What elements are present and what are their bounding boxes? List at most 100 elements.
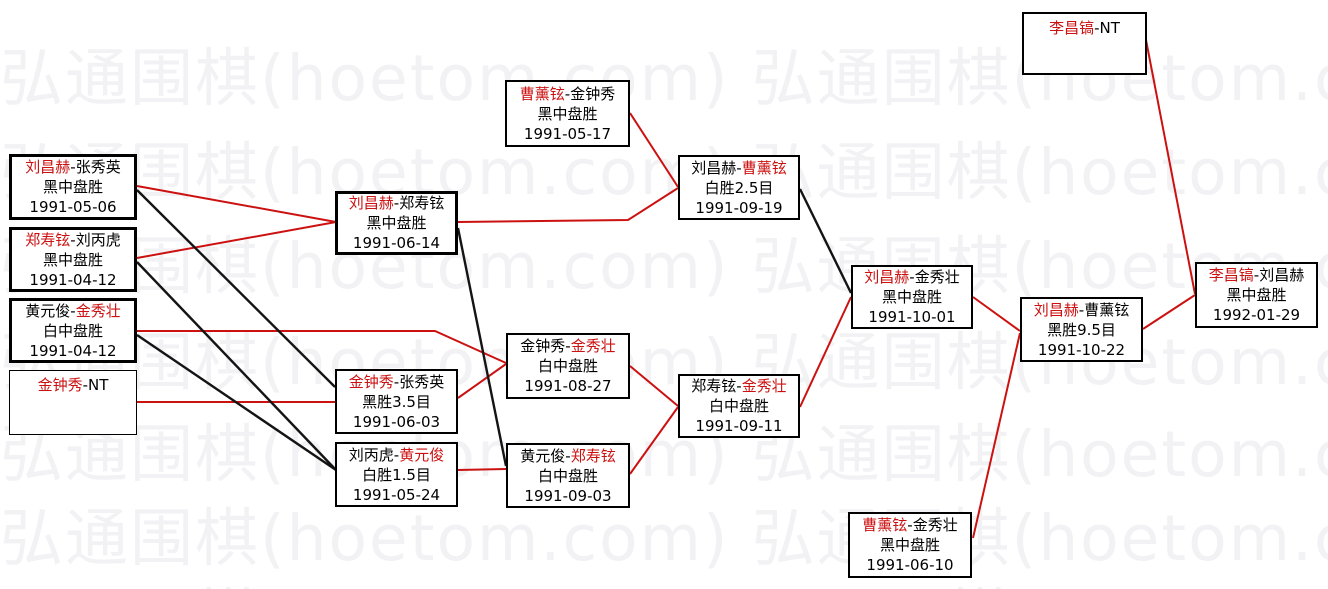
player-separator: - [909,268,915,286]
connector-line-m6-m9 [457,363,507,399]
match-date: 1991-04-12 [29,341,117,360]
match-players: 金钟秀-金秀壮 [520,336,615,356]
player-name: 金钟秀 [348,372,394,391]
connector-line-m14-m15 [972,332,1021,539]
match-result: 白中盘胜 [42,321,103,340]
player-name: 黄元俊 [399,445,445,464]
player-name: 刘昌赫 [25,158,71,176]
match-date: 1991-06-03 [352,412,441,431]
player-separator: - [393,194,400,212]
player-separator: - [1078,300,1085,319]
player-name: 郑寿铉 [691,377,737,395]
match-players: 刘昌赫-郑寿铉 [349,193,444,213]
match-players: 黄元俊-郑寿铉 [520,446,615,466]
player-separator: - [82,376,89,394]
match-date: 1991-09-03 [524,486,612,505]
match-date: 1991-06-10 [866,556,954,574]
connector-line-m2-m5 [136,221,337,259]
match-players: 金钟秀-张秀英 [349,372,444,392]
connector-line-m15-m17 [1142,294,1196,330]
match-players: 刘昌赫-金秀壮 [864,267,959,287]
connector-line-m10-m12 [629,406,679,475]
player-separator: - [1253,266,1260,284]
player-name: 刘丙虎 [75,230,121,249]
player-name: 金秀壮 [741,377,787,395]
player-name: 郑寿铉 [570,446,616,465]
player-name: 刘昌赫 [864,268,910,286]
player-name: 黄元俊 [520,446,566,465]
player-separator: - [565,337,571,355]
player-separator: - [736,377,742,395]
match-players: 曹薰铉-金秀壮 [862,515,957,535]
player-name: 金钟秀 [37,376,83,394]
player-separator: - [736,158,742,177]
player-name: 金秀壮 [570,337,616,355]
connector-line-m5-m11 [457,187,679,223]
match-players: 刘丙虎-黄元俊 [349,445,444,465]
match-players: 李昌镐-NT [1049,18,1120,38]
match-result: 黑中盘胜 [42,178,103,196]
player-name: 刘昌赫 [691,158,737,177]
match-result: 黑中盘胜 [881,288,942,306]
player-separator: - [70,301,76,320]
connector-line-m13-m15 [972,296,1021,332]
player-separator: - [907,516,913,534]
player-name: 刘昌赫 [1033,300,1079,319]
match-result: 黑胜3.5目 [362,392,431,411]
connector-line-m8-m11 [629,112,679,188]
match-date: 1991-05-06 [29,198,117,216]
player-name: 李昌镐 [1049,19,1095,37]
connector-line-m1-m6 [136,189,336,388]
player-name: 金钟秀 [570,84,616,103]
match-result: 黑中盘胜 [366,214,427,232]
connector-line-m3-m7 [136,334,337,471]
match-players: 郑寿铉-金秀壮 [691,376,786,396]
player-name: NT [1099,19,1120,37]
connector-line-m12-m13 [799,296,852,408]
match-result: 白胜2.5目 [704,178,774,197]
player-name: 曹薰铉 [519,84,565,103]
match-date: 1991-05-24 [352,485,441,504]
player-name: 张秀英 [75,158,121,176]
connector-line-m5-m10 [456,227,508,467]
match-date: 1991-09-19 [695,198,783,217]
player-separator: - [70,158,76,176]
player-name: 李昌镐 [1208,266,1254,284]
match-players: 金钟秀-NT [38,375,109,395]
connector-line-m3-m9 [137,330,507,364]
player-name: 金秀壮 [75,301,121,320]
player-name: 金秀壮 [912,516,958,534]
match-players: 刘昌赫-曹薰铉 [691,158,786,178]
player-name: 曹薰铉 [1084,300,1130,319]
match-players: 刘昌赫-张秀英 [25,157,120,177]
player-separator: - [393,445,400,464]
player-separator: - [1094,19,1100,37]
connector-line-m7-m10 [457,468,507,471]
player-name: 黄元俊 [25,301,71,320]
player-separator: - [565,446,571,465]
player-name: NT [88,376,109,394]
player-separator: - [393,372,400,391]
player-separator: - [564,84,571,103]
match-result: 黑中盘胜 [537,104,598,123]
player-name: 金钟秀 [520,337,566,355]
match-date: 1991-09-11 [695,417,783,435]
match-result: 白中盘胜 [708,397,769,415]
match-players: 郑寿铉-刘丙虎 [25,230,120,250]
connector-line-m2-m7 [136,261,337,471]
match-result: 白胜1.5目 [362,465,431,484]
match-result: 白中盘胜 [537,466,598,485]
player-name: 刘丙虎 [348,445,394,464]
